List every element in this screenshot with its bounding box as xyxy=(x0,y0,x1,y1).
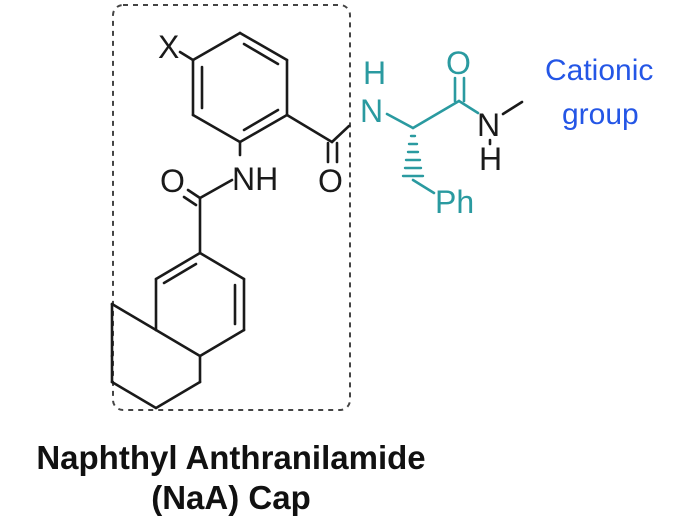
atom-o-mid: O xyxy=(318,163,343,199)
bond-n-alpha xyxy=(385,112,415,130)
bond-ring-carbonyl xyxy=(285,113,334,144)
atom-h-upper: H xyxy=(363,55,386,91)
atom-nh-alpha: NH xyxy=(232,161,278,197)
benzene-ring-upper xyxy=(191,31,289,144)
bond-terminal-n-methyl xyxy=(501,100,524,116)
naphthalene-ring-left xyxy=(110,302,202,410)
bond-ch2-ph xyxy=(411,178,436,195)
cationic-label-line2: group xyxy=(562,98,639,131)
atom-x: X xyxy=(158,29,179,65)
caption-line2: (NaA) Cap xyxy=(151,479,311,516)
atom-o-left: O xyxy=(160,163,185,199)
atom-terminal-h: H xyxy=(479,141,502,177)
bond-alpha-carbonyl xyxy=(411,99,461,130)
bond-x xyxy=(178,50,195,62)
atom-n-upper: N xyxy=(360,93,383,129)
atom-terminal-n: N xyxy=(477,107,500,143)
bond-co-left-1 xyxy=(186,188,202,200)
atom-o-right: O xyxy=(446,45,471,81)
bond-nh-amide-c xyxy=(198,178,234,200)
caption-line1: Naphthyl Anthranilamide xyxy=(36,439,425,476)
hashed-wedge xyxy=(401,134,425,178)
bond-carbonyl-terminal-n xyxy=(457,99,480,115)
atom-ph: Ph xyxy=(435,184,474,220)
naa-cap-box xyxy=(112,4,351,411)
bond-co-left-2 xyxy=(182,195,198,207)
naphthalene-ring-right xyxy=(154,251,246,358)
cationic-label-line1: Cationic xyxy=(545,54,653,87)
bond-carbonyl-n xyxy=(330,124,351,144)
